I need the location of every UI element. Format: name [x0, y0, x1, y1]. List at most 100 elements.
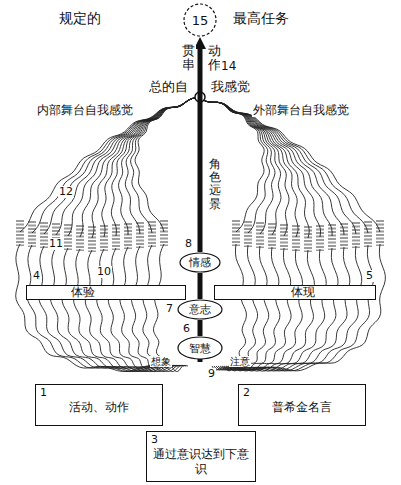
diagram-label: 总的自 [148, 80, 189, 94]
callout-number: 5 [365, 270, 374, 282]
tassel-fringe [377, 220, 378, 246]
rope-strand [200, 98, 356, 234]
through-line [200, 320, 201, 336]
tassel-fringe [295, 225, 296, 251]
tassel-fringe [305, 226, 306, 252]
tassel-fringe [107, 225, 108, 251]
tassel-fringe [251, 221, 252, 247]
node-text: 智慧 [189, 341, 211, 356]
rope-strand [200, 98, 289, 236]
tassel-fringe [317, 225, 318, 251]
tassel-fringe [161, 220, 162, 246]
tassel-fringe [101, 225, 102, 251]
rope-strand [218, 247, 280, 371]
tassel-fringe [235, 220, 236, 246]
tassel-fringe [89, 226, 90, 252]
tassel-fringe [307, 226, 308, 252]
tassel-fringe [237, 220, 238, 246]
band-bar: 体现 [214, 285, 376, 300]
tassel-fringe [323, 225, 324, 251]
rope-strand [200, 98, 309, 238]
tassel-fringe [299, 225, 300, 251]
tassel-fringe [273, 223, 274, 249]
numbered-box: 3通过意识达到下意识 [146, 431, 256, 482]
faculty-circle: 意志 [177, 299, 223, 320]
rope-strand [216, 246, 269, 371]
tassel-fringe [297, 225, 298, 251]
diagram-label: 想象 [150, 356, 172, 367]
rope-strand [92, 98, 200, 238]
tassel-fringe [155, 221, 156, 247]
tassel-fringe [131, 223, 132, 249]
rope-strand [111, 98, 200, 236]
numbered-box: 2普希金名言 [238, 384, 366, 426]
tassel-fringe [105, 225, 106, 251]
callout-number: 2 [243, 386, 250, 400]
tassel-fringe [21, 220, 22, 246]
tassel-fringe [91, 226, 92, 252]
tassel-fringe [143, 222, 144, 248]
tassel-fringe [367, 221, 368, 247]
tassel-fringe [23, 220, 24, 246]
callout-number: 1 [40, 386, 47, 400]
diagram-label: 规定的 [58, 11, 102, 26]
rope-strand [220, 248, 291, 371]
rope-strand [200, 98, 269, 233]
rope-strand [200, 98, 264, 232]
tassel-fringe [353, 222, 354, 248]
tassel-fringe [233, 220, 234, 246]
tassel-fringe [165, 220, 166, 246]
tassel-fringe [369, 221, 370, 247]
diagram-label: 我感觉 [210, 80, 251, 94]
tassel-fringe [357, 222, 358, 248]
faculty-circle: 15 [183, 3, 217, 37]
tassel-fringe [29, 221, 30, 247]
tassel-fringe [67, 224, 68, 250]
node-text: 活动、动作 [40, 400, 158, 415]
tassel-fringe [17, 220, 18, 246]
callout-number: 12 [58, 186, 74, 198]
tassel-fringe [263, 222, 264, 248]
tassel-fringe [379, 220, 380, 246]
tassel-fringe [127, 223, 128, 249]
tassel-fringe [115, 224, 116, 250]
tassel-fringe [287, 224, 288, 250]
tassel-fringe [129, 223, 130, 249]
tassel-fringe [319, 225, 320, 251]
diagram-label: 贯串 [181, 44, 196, 73]
tassel-fringe [355, 222, 356, 248]
rope-strand [200, 98, 332, 236]
rope-strand [20, 98, 200, 232]
through-line [200, 273, 201, 299]
tassel-fringe [81, 225, 82, 251]
tassel-fringe [247, 221, 248, 247]
tassel-fringe [371, 221, 372, 247]
rope-strand [120, 247, 182, 372]
tassel-fringe [245, 221, 246, 247]
callout-number: 10 [96, 266, 112, 278]
callout-number: 6 [182, 323, 191, 335]
node-text: 通过意识达到下意识 [151, 447, 251, 477]
diagram-label: 内部舞台自我感觉 [36, 104, 134, 117]
tassel-fringe [113, 224, 114, 250]
tassel-fringe [167, 220, 168, 246]
rope-strand [200, 98, 298, 237]
rope-strand [119, 98, 201, 235]
rope-strand [44, 98, 200, 234]
rope-strand [68, 98, 200, 236]
rope-strand [200, 98, 321, 237]
node-text: 意志 [189, 302, 211, 317]
tassel-fringe [309, 226, 310, 252]
diagram-label: 最高任务 [232, 11, 290, 26]
tassel-fringe [153, 221, 154, 247]
tassel-fringe [119, 224, 120, 250]
rope-strand [125, 98, 200, 234]
rope-strand [56, 98, 200, 235]
tassel-fringe [137, 222, 138, 248]
tassel-fringe [151, 221, 152, 247]
rope-strand [132, 246, 185, 372]
tassel-fringe [281, 224, 282, 250]
tassel-fringe [321, 225, 322, 251]
diagram-label: 外部舞台自我感觉 [252, 104, 350, 117]
